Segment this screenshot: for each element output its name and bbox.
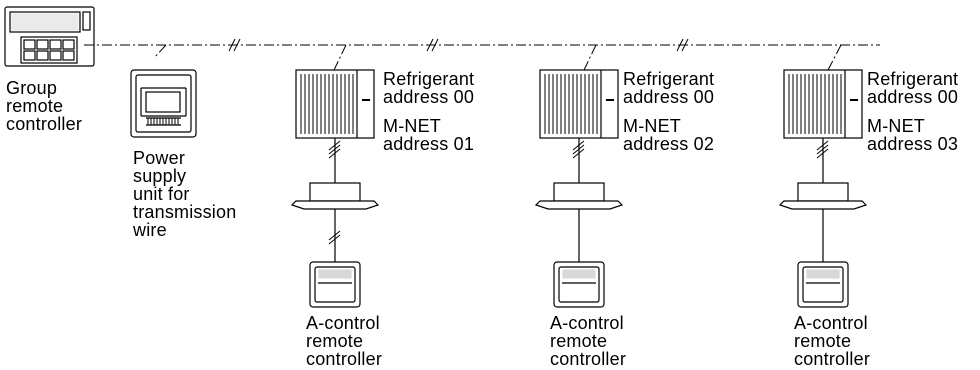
transmission-line [84,44,880,71]
group-controller-label-2: remote [6,96,64,116]
unit-2-remote-label-2: remote [550,331,608,351]
unit-2-refrigerant-label: Refrigerant [623,69,715,89]
unit-3-remote-label-1: A-control [794,313,868,333]
unit-3-refrigerant-label: Refrigerant [867,69,959,89]
a-control-remote-3 [797,261,849,308]
a-control-remote-1 [309,261,361,308]
unit-2-refrigerant-address: address 00 [623,87,715,107]
unit-2-remote-label-1: A-control [550,313,624,333]
power-supply-label-1: Power [133,148,186,168]
unit-3-refrigerant-address: address 00 [867,87,959,107]
power-supply-label-3: unit for [133,184,190,204]
power-supply-label-5: wire [133,220,167,240]
outdoor-unit-2 [539,69,619,139]
unit-1-remote-label-1: A-control [306,313,380,333]
unit-1-refrigerant-address: address 00 [383,87,475,107]
unit-2-mnet-address: address 02 [623,134,715,154]
unit-3-mnet-address: address 03 [867,134,959,154]
unit-1-mnet-label: M-NET [383,116,441,136]
unit-2-remote-label-3: controller [550,349,627,369]
unit-2-devices [534,69,624,308]
unit-1-remote-label-2: remote [306,331,364,351]
a-control-remote-2 [553,261,605,308]
power-supply-label-2: supply [133,166,187,186]
power-supply-label-4: transmission [133,202,237,222]
power-supply-unit-device [130,69,197,138]
unit-3-devices [778,69,868,308]
unit-2-mnet-label: M-NET [623,116,681,136]
line-break-marks [228,38,689,52]
unit-1-devices [290,69,380,308]
unit-3-remote-label-3: controller [794,349,871,369]
unit-1-refrigerant-label: Refrigerant [383,69,475,89]
unit-3-remote-label-2: remote [794,331,852,351]
outdoor-unit-1 [295,69,375,139]
unit-1-remote-label-3: controller [306,349,383,369]
unit-3-mnet-label: M-NET [867,116,925,136]
outdoor-unit-3 [783,69,863,139]
group-controller-label-1: Group [6,78,58,98]
unit-1-mnet-address: address 01 [383,134,475,154]
group-controller-label-3: controller [6,114,83,134]
group-remote-controller-device [4,6,95,67]
